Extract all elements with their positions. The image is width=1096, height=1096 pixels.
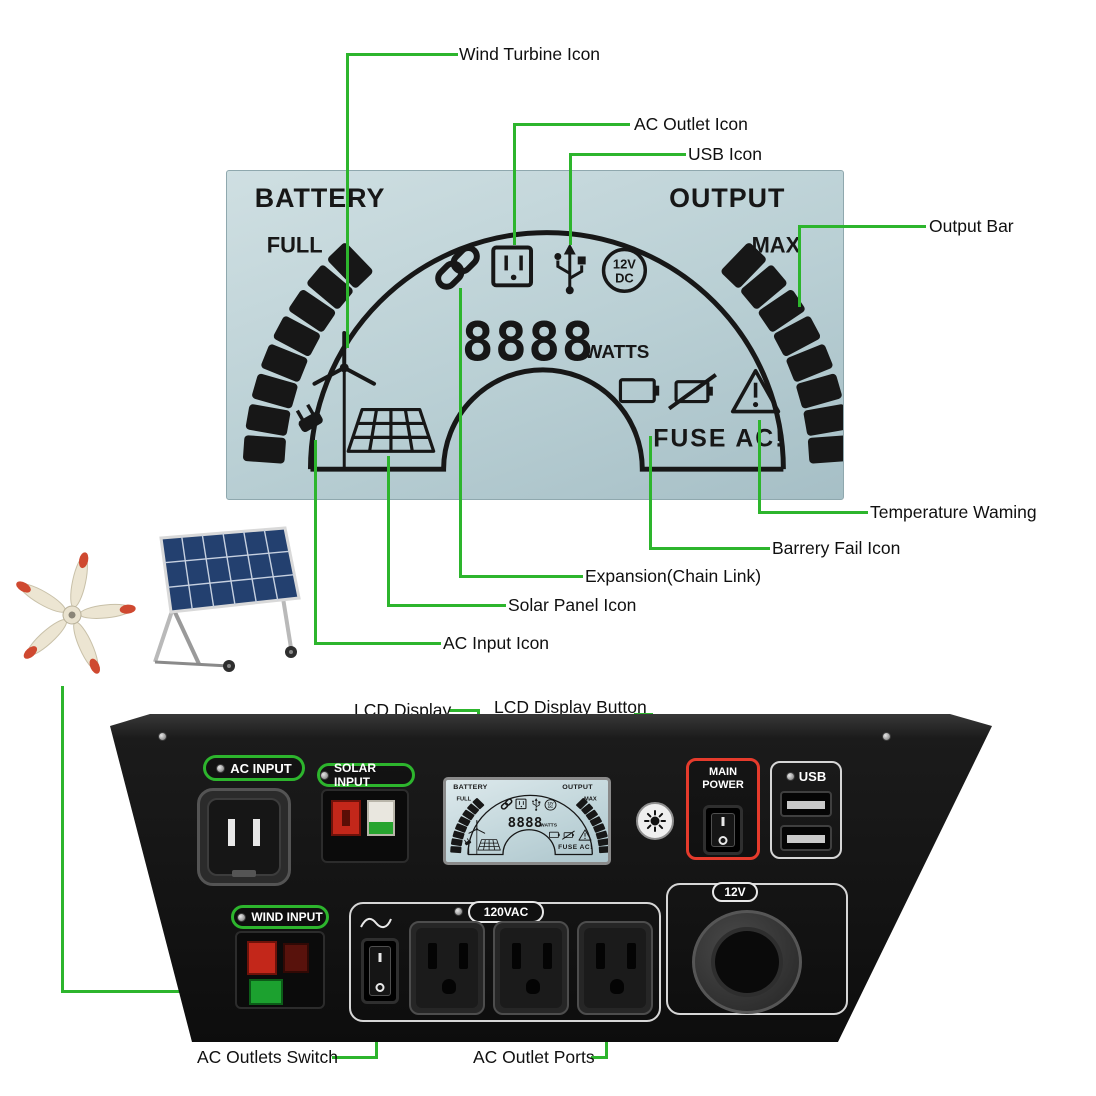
callout-label-wind-turbine: Wind Turbine Icon: [459, 44, 601, 64]
callout-line: [798, 225, 801, 307]
wind-connector-dark: [283, 943, 309, 973]
callout-line: [758, 511, 868, 514]
power-on-mark: [378, 953, 382, 962]
wind-turbine-photo: [8, 545, 136, 683]
outlet-ground-hole: [526, 979, 540, 994]
callout-line: [649, 547, 770, 550]
ac-input-port[interactable]: [197, 788, 291, 886]
ac-outlet-port-3[interactable]: [577, 921, 653, 1015]
wind-input-connector[interactable]: [235, 931, 325, 1009]
callout-label-ac-outlet-ports: AC Outlet Ports: [473, 1047, 595, 1067]
callout-line: [346, 53, 458, 56]
callout-label-battery-fail: Barrery Fail Icon: [772, 538, 901, 558]
callout-label-usb: USB Icon: [688, 144, 762, 164]
screw-icon: [237, 912, 247, 922]
callout-line: [459, 288, 462, 578]
main-power-switch[interactable]: [703, 805, 743, 855]
callout-line: [61, 686, 64, 993]
ac-outlet-port-2[interactable]: [493, 921, 569, 1015]
usb-port-1[interactable]: [780, 791, 832, 817]
callout-label-ac-outlet: AC Outlet Icon: [634, 114, 748, 134]
callout-label-temperature: Temperature Waming: [870, 502, 1037, 522]
ac-input-label-box: AC INPUT: [203, 755, 305, 781]
callout-line: [449, 709, 480, 712]
ac-outlets-switch[interactable]: [361, 938, 399, 1004]
vac-pill: 120VAC: [468, 901, 544, 923]
outlet-slot: [627, 943, 636, 969]
main-power-box: MAIN POWER: [686, 758, 760, 860]
callout-line: [758, 420, 761, 514]
screw-icon: [882, 732, 891, 741]
callout-label-ac-input: AC Input Icon: [443, 633, 550, 653]
usb-port-2[interactable]: [780, 825, 832, 851]
outlet-slot: [459, 943, 468, 969]
power-off-mark: [375, 983, 385, 992]
outlet-ground-hole: [610, 979, 624, 994]
usb-tongue: [787, 835, 825, 843]
wind-connector-green: [249, 979, 283, 1005]
screw-icon: [320, 770, 329, 780]
ac-input-slot: [253, 819, 260, 846]
dc-12v-label: 12V: [724, 885, 746, 899]
outlet-slot: [543, 943, 552, 969]
callout-line: [591, 1056, 608, 1059]
screw-icon: [785, 772, 795, 781]
solar-input-label-box: SOLAR INPUT: [317, 761, 415, 789]
callout-line: [314, 440, 317, 645]
screw-icon: [158, 732, 167, 741]
lcd-display-large: [226, 170, 844, 500]
sun-icon: [644, 810, 666, 832]
callout-line: [513, 123, 516, 245]
callout-line: [387, 604, 506, 607]
callout-line: [61, 990, 232, 993]
dc-12v-pill: 12V: [712, 882, 758, 902]
lcd-display-button[interactable]: [636, 802, 674, 840]
callout-line: [346, 53, 349, 348]
callout-line: [569, 153, 572, 245]
solar-connector-red: [331, 800, 361, 836]
screw-icon: [216, 763, 226, 773]
callout-line: [649, 436, 652, 550]
outlet-slot: [512, 943, 521, 969]
dc-12v-box: [666, 883, 848, 1015]
wind-input-label: WIND INPUT: [251, 910, 323, 924]
callout-line: [569, 153, 686, 156]
screw-icon: [454, 907, 463, 916]
ac-input-latch: [232, 870, 256, 877]
usb-box: USB: [770, 761, 842, 859]
usb-tongue: [787, 801, 825, 809]
callout-label-solar-panel: Solar Panel Icon: [508, 595, 637, 615]
callout-line: [387, 456, 390, 607]
callout-line: [459, 575, 583, 578]
callout-line: [798, 225, 926, 228]
callout-line: [314, 642, 441, 645]
callout-line: [513, 123, 630, 126]
wind-input-label-box: WIND INPUT: [231, 905, 329, 929]
callout-line: [332, 1056, 378, 1059]
ac-input-label: AC INPUT: [230, 760, 292, 776]
solar-connector-white: [367, 800, 395, 836]
solar-input-label: SOLAR INPUT: [334, 761, 376, 789]
ac-outlet-port-1[interactable]: [409, 921, 485, 1015]
outlet-ground-hole: [442, 979, 456, 994]
lcd-display-small: [443, 777, 611, 865]
callout-label-expansion: Expansion(Chain Link): [585, 566, 762, 586]
outlet-slot: [428, 943, 437, 969]
callout-label-ac-outlets-switch: AC Outlets Switch: [197, 1047, 339, 1067]
solar-panel-photo: [133, 520, 318, 672]
vac-label: 120VAC: [483, 905, 529, 919]
ac-input-slot: [228, 819, 235, 846]
dc-12v-socket[interactable]: [692, 910, 802, 1014]
callout-label-lcd-display-button: LCD Display Button: [494, 697, 647, 717]
power-on-mark: [721, 816, 725, 826]
outlet-slot: [596, 943, 605, 969]
power-off-mark: [718, 836, 728, 846]
solar-input-connector[interactable]: [321, 789, 409, 863]
callout-label-output-bar: Output Bar: [929, 216, 1014, 236]
wind-connector-red: [247, 941, 277, 975]
usb-label: USB: [798, 769, 827, 784]
main-power-label: MAIN POWER: [702, 766, 744, 792]
pure-sine-icon: [360, 917, 392, 929]
